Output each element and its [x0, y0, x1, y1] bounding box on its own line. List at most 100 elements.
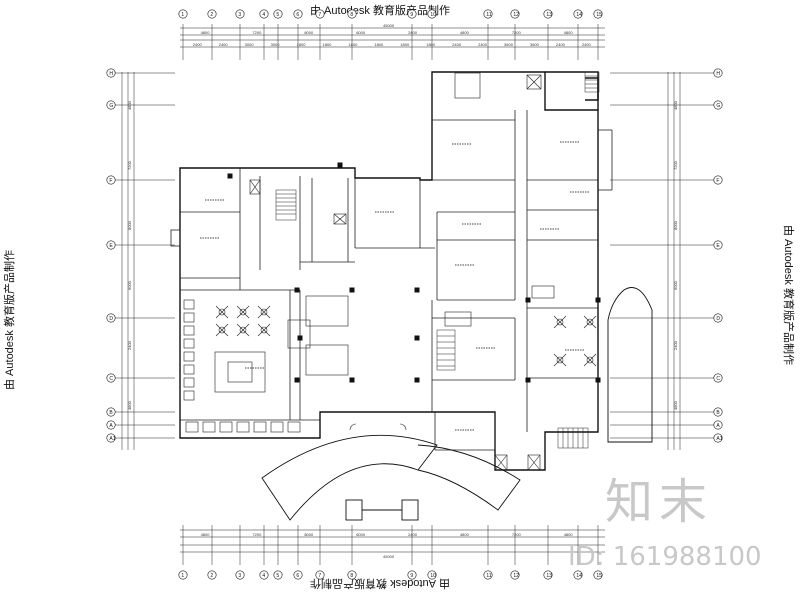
axis-top-label: 5 [276, 12, 279, 18]
axis-right-circle [713, 420, 723, 430]
interior-walls [170, 110, 613, 451]
axis-bottom-circle [573, 570, 583, 580]
dimension-value: 4800 [460, 30, 470, 35]
axis-bottom-circle [259, 570, 269, 580]
axis-bottom-label: 12 [513, 573, 519, 579]
axis-top-circle [593, 9, 603, 19]
axis-top-circle [178, 9, 188, 19]
axis-top-label: 7 [318, 12, 321, 18]
axis-right-circle [713, 240, 723, 250]
axis-bottom-circle [293, 570, 303, 580]
dining-table [218, 326, 226, 334]
axis-top-circle [235, 9, 245, 19]
landscape-feature [607, 287, 653, 443]
dimension-value: 7200 [673, 160, 678, 170]
dining-table-chair [236, 305, 250, 319]
booth-seat [183, 351, 195, 362]
dimension-value: 6000 [127, 280, 132, 290]
axis-top-label: 2 [210, 12, 213, 18]
dimension-value: 2400 [408, 30, 418, 35]
axis-bottom-label: 1 [181, 573, 184, 579]
dimension-value: 4800 [201, 532, 211, 537]
column [349, 377, 355, 383]
axis-bottom-circle [178, 570, 188, 580]
axis-top-label: 13 [546, 12, 552, 18]
dimension-value: 7200 [512, 30, 522, 35]
axis-top-circle [315, 9, 325, 19]
column [525, 297, 531, 303]
axis-bottom-circle [315, 570, 325, 580]
booth-seat [202, 421, 216, 433]
column [227, 173, 233, 179]
axis-top-label: 8 [350, 12, 353, 18]
desk [531, 285, 555, 299]
axis-bottom-label: 15 [596, 573, 602, 579]
axis-bottom-label: 4 [262, 573, 265, 579]
sofa-group [305, 344, 349, 376]
dimension-value: 1800 [400, 42, 410, 47]
axis-left-label: A [109, 423, 113, 429]
axis-left-label: G [109, 103, 113, 109]
axis-bottom-label: 10 [430, 573, 436, 579]
axis-top-label: 1 [181, 12, 184, 18]
axis-top-circle [347, 9, 357, 19]
axis-bottom-label: 13 [546, 573, 552, 579]
axis-bottom-label: 11 [486, 573, 491, 579]
axis-right-label: A1 [716, 436, 722, 442]
dining-table-chair [553, 353, 567, 367]
buffet-inner [227, 361, 253, 383]
brand-id: ID: 161988100 [568, 542, 762, 572]
axis-top-label: 10 [430, 12, 436, 18]
dimension-value: 2400 [556, 42, 566, 47]
axis-top-label: 15 [596, 12, 602, 18]
dining-table-chair [553, 315, 567, 329]
door-swing [399, 423, 407, 431]
axis-right-circle [713, 433, 723, 443]
axis-bottom-circle [273, 570, 283, 580]
booth-seat [236, 421, 250, 433]
dimension-value: 2400 [219, 42, 229, 47]
axis-top-label: 9 [410, 12, 413, 18]
sofa-group [305, 295, 349, 327]
dimension-value: 2400 [478, 42, 488, 47]
dining-table [239, 308, 247, 316]
feature-pattern [287, 319, 311, 349]
column [337, 162, 343, 168]
axis-left-circle [106, 240, 116, 250]
room-labels [200, 141, 590, 431]
axis-top-label: 6 [296, 12, 299, 18]
axis-bottom-circle [483, 570, 493, 580]
dimension-value: 6000 [356, 532, 366, 537]
axis-right-label: B [716, 410, 720, 416]
axis-right-circle [713, 100, 723, 110]
building-walls [179, 71, 599, 471]
dimension-labels: 4800 7200 8000 6000 2400 4800 7200 4800 2400 2400… [127, 23, 678, 559]
axis-left-label: F [109, 178, 112, 184]
axis-right-label: E [716, 243, 720, 249]
axis-top-circle [407, 9, 417, 19]
axis-left-label: C [109, 376, 113, 382]
dining-table [239, 326, 247, 334]
column [414, 335, 420, 341]
dining-table [586, 318, 594, 326]
axis-bottom-label: 14 [576, 573, 582, 579]
dimension-value: 7200 [252, 532, 262, 537]
axis-left-label: B [109, 410, 113, 416]
entrance-canopy [261, 434, 521, 521]
booth-seat [253, 421, 267, 433]
dimension-value: 3000 [271, 42, 281, 47]
dimension-value: 8000 [127, 220, 132, 230]
dining-table [556, 356, 564, 364]
axis-top-label: 14 [576, 12, 582, 18]
dining-table [260, 326, 268, 334]
booth-seat [183, 390, 195, 401]
dimension-value: 4800 [564, 532, 574, 537]
dimension-value: 1800 [374, 42, 384, 47]
column [414, 287, 420, 293]
axis-top-circle [207, 9, 217, 19]
axis-right-circle [713, 68, 723, 78]
dimension-value: 1800 [297, 42, 307, 47]
axis-bubbles: 1122334455667788991010111112121313141415… [106, 9, 723, 580]
dimension-value: 1800 [322, 42, 332, 47]
